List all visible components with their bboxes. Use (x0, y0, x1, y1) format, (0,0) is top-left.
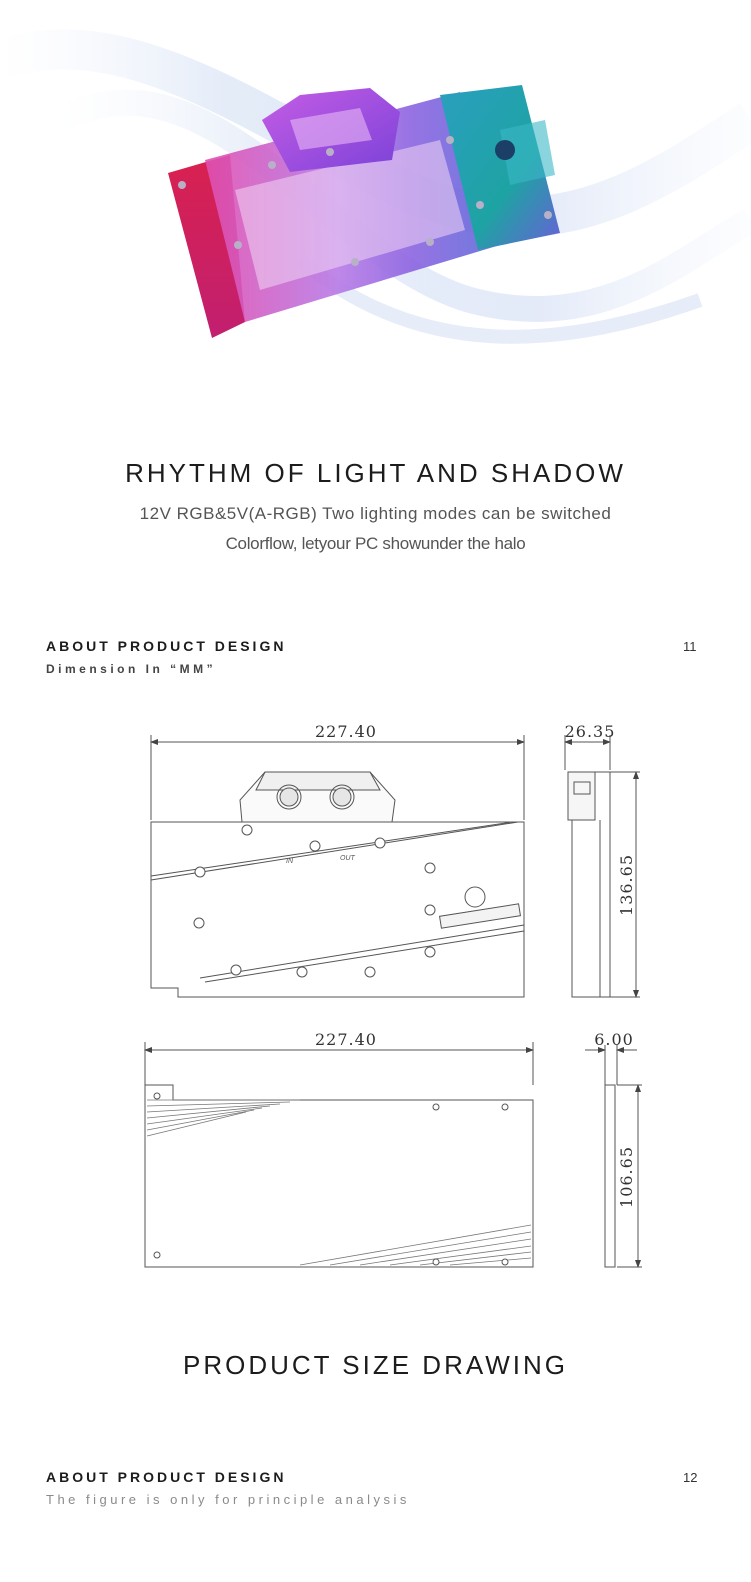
section-subheading: Dimension In “MM” (46, 662, 217, 676)
front-width-dimension: 227.40 (315, 722, 377, 741)
size-drawing-title: PRODUCT SIZE DRAWING (182, 1350, 568, 1380)
back-depth-dimension: 6.00 (594, 1030, 634, 1049)
product-dimension-drawing: 227.40 26.35 136.65 227.40 6.00 106.65 I… (144, 722, 642, 1268)
water-block-product-image (0, 29, 751, 344)
front-height-dimension: 136.65 (617, 854, 636, 916)
section-subheading-2: The figure is only for principle analysi… (46, 1492, 410, 1507)
inlet-label: IN (286, 858, 294, 865)
back-width-dimension: 227.40 (315, 1030, 377, 1049)
outlet-label: OUT (340, 855, 356, 862)
hero-subtitle-line2: Colorflow, letyour PC showunder the halo (225, 534, 526, 553)
page-number-2: 12 (683, 1470, 698, 1485)
back-height-dimension: 106.65 (617, 1146, 636, 1208)
front-depth-dimension: 26.35 (565, 722, 616, 741)
section-heading: ABOUT PRODUCT DESIGN (46, 638, 287, 654)
hero-title: RHYTHM OF LIGHT AND SHADOW (125, 458, 626, 488)
hero-subtitle-line1: 12V RGB&5V(A-RGB) Two lighting modes can… (139, 504, 612, 523)
page-number: 11 (683, 639, 697, 654)
section-heading-2: ABOUT PRODUCT DESIGN (46, 1469, 287, 1485)
